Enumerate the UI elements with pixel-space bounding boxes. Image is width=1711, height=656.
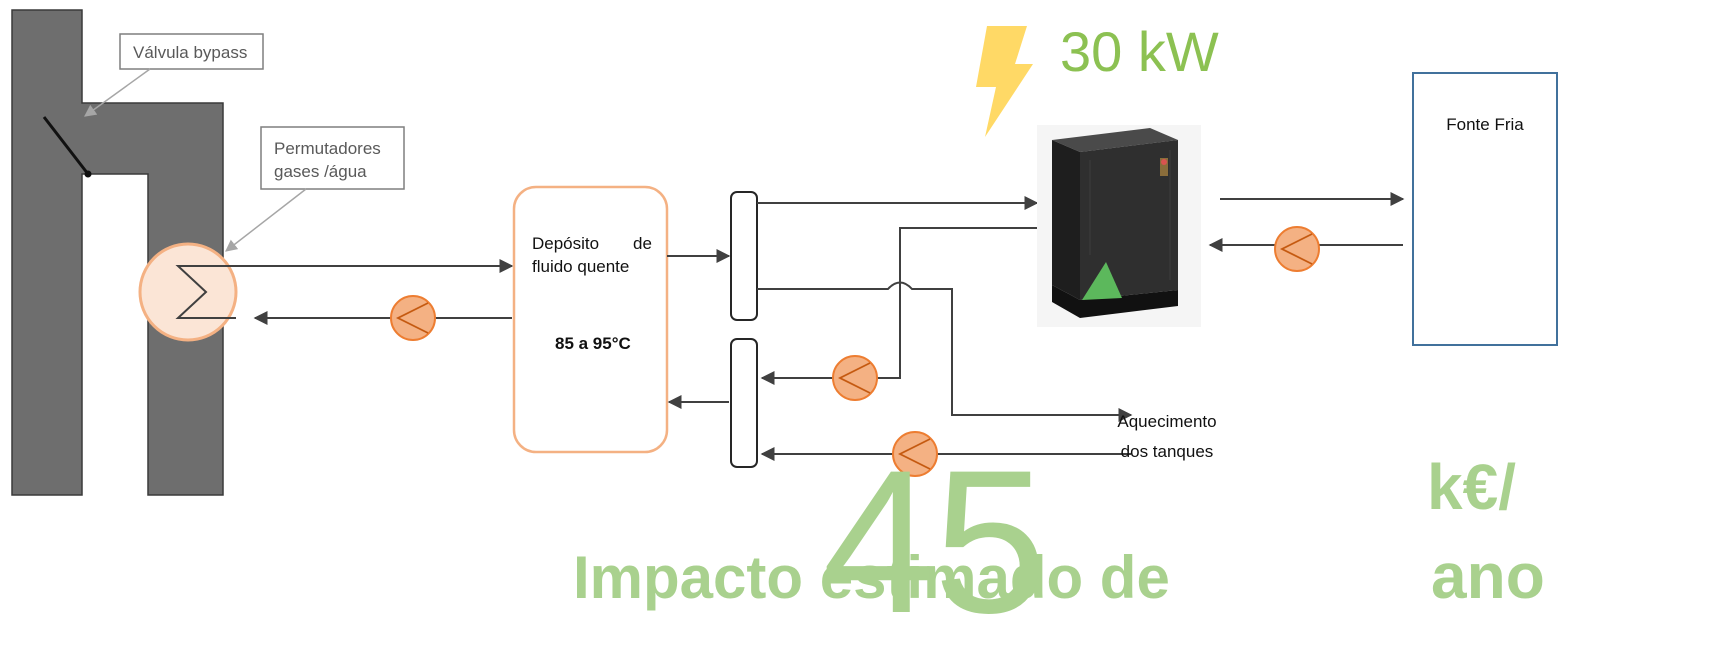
diagram-canvas: Válvula bypass Permutadores gases /água … — [11, 9, 1558, 496]
cold-source-label: Fonte Fria — [1446, 115, 1524, 134]
heat-pump-logo-icon — [1082, 262, 1122, 300]
impact-unit-line1: k€/ — [1427, 451, 1516, 523]
tank-heating-label-line2: dos tanques — [1121, 442, 1214, 461]
flow-heat-pump-return — [760, 227, 1037, 385]
impact-prefix: Impacto estimado de — [573, 544, 1170, 611]
tank-label-line2: fluido quente — [532, 257, 629, 276]
impact-value: 45 — [822, 428, 1047, 656]
flow-manifold-to-tank-heating — [757, 281, 1133, 422]
cold-source[interactable]: Fonte Fria — [1412, 72, 1558, 346]
heat-pump-unit[interactable] — [1037, 125, 1201, 327]
callout-exchangers-line2: gases /água — [274, 162, 367, 181]
tank-label-line1-b: de — [633, 234, 652, 253]
power-rating: 30 kW — [1060, 20, 1219, 83]
chimney — [11, 9, 224, 496]
impact-unit-line2: ano — [1431, 540, 1545, 612]
callout-exchangers-line1: Permutadores — [274, 139, 381, 158]
tank-temperature: 85 a 95°C — [555, 334, 631, 353]
heat-exchanger[interactable] — [138, 242, 238, 342]
callout-bypass-valve-label: Válvula bypass — [133, 43, 247, 62]
pump-exchanger-return[interactable] — [390, 295, 436, 341]
pump-tank-heating-return[interactable] — [892, 431, 938, 477]
callout-exchangers: Permutadores gases /água — [225, 126, 405, 252]
pump-cold-source-return[interactable] — [1274, 226, 1320, 272]
tank-heating-label-line1: Aquecimento — [1117, 412, 1216, 431]
hot-fluid-tank[interactable]: Depósito de fluido quente 85 a 95°C — [512, 185, 669, 454]
lightning-bolt-icon — [976, 26, 1033, 137]
tank-label-line1-a: Depósito — [532, 234, 599, 253]
lower-manifold — [730, 338, 758, 468]
pump-heat-pump-return[interactable] — [832, 355, 878, 401]
upper-manifold — [730, 191, 758, 321]
callout-bypass-valve: Válvula bypass — [84, 33, 264, 117]
bypass-valve[interactable] — [42, 116, 92, 178]
